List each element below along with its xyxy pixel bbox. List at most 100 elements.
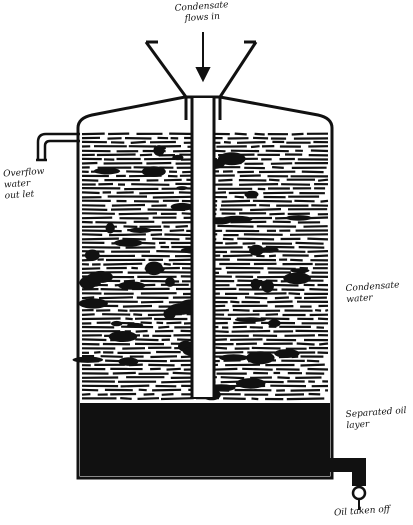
label-condensate-water: Condensate water: [345, 280, 406, 306]
water-texture-blob: [286, 215, 312, 221]
water-texture-blob: [153, 145, 164, 156]
water-hatch-line: [140, 155, 152, 156]
water-hatch-line: [141, 323, 152, 324]
water-hatch-line: [299, 247, 325, 248]
label-overflow-outlet: Overflow water out let: [3, 167, 49, 203]
water-texture-blob: [118, 282, 145, 290]
water-hatch-line: [138, 398, 160, 399]
water-hatch-line: [275, 298, 289, 299]
water-hatch-line: [294, 201, 314, 202]
water-hatch-line: [103, 264, 142, 265]
water-hatch-line: [120, 398, 132, 399]
water-hatch-line: [289, 293, 301, 294]
water-hatch-line: [148, 365, 174, 366]
water-hatch-line: [101, 289, 129, 290]
water-hatch-line: [275, 394, 304, 395]
water-hatch-line: [321, 201, 329, 202]
water-hatch-line: [131, 142, 146, 143]
water-texture-blob: [171, 203, 194, 211]
water-hatch-line: [292, 134, 304, 135]
water-hatch-line: [237, 239, 274, 240]
water-texture-blob: [145, 262, 163, 276]
water-hatch-line: [239, 184, 278, 185]
water-hatch-line: [158, 327, 169, 328]
water-hatch-line: [101, 356, 123, 357]
water-hatch-line: [245, 297, 267, 298]
water-hatch-line: [95, 222, 126, 223]
water-hatch-line: [94, 352, 100, 353]
water-hatch-line: [221, 382, 238, 383]
water-texture-blob: [94, 168, 120, 175]
water-hatch-line: [119, 213, 157, 214]
water-texture-blob: [283, 273, 311, 285]
water-hatch-line: [123, 306, 152, 307]
water-hatch-line: [146, 163, 171, 164]
water-hatch-line: [150, 356, 177, 357]
water-hatch-line: [236, 344, 257, 345]
water-hatch-line: [217, 226, 253, 227]
water-hatch-line: [82, 231, 122, 232]
water-hatch-line: [176, 226, 188, 227]
water-hatch-line: [218, 180, 232, 181]
valve-icon: [330, 458, 366, 510]
water-hatch-line: [82, 218, 112, 219]
water-hatch-line: [151, 234, 162, 235]
water-texture-blob: [165, 277, 175, 287]
water-hatch-line: [97, 155, 136, 156]
water-hatch-line: [167, 369, 181, 370]
oil-layer: [80, 403, 330, 476]
water-hatch-line: [99, 297, 133, 298]
water-hatch-line: [139, 390, 147, 391]
water-hatch-line: [125, 319, 132, 320]
water-hatch-line: [225, 365, 260, 366]
water-hatch-line: [112, 205, 145, 206]
water-texture-blob: [109, 331, 138, 342]
water-hatch-line: [109, 234, 146, 235]
water-hatch-line: [216, 348, 227, 349]
water-hatch-line: [266, 151, 289, 152]
water-hatch-line: [308, 251, 329, 252]
water-hatch-line: [307, 239, 328, 240]
water-hatch-line: [269, 180, 280, 181]
water-hatch-line: [82, 394, 90, 395]
water-hatch-line: [131, 184, 169, 185]
water-texture-blob: [221, 216, 252, 223]
water-hatch-line: [221, 377, 245, 378]
water-texture-blob: [111, 321, 123, 326]
water-hatch-line: [224, 142, 231, 143]
water-hatch-line: [253, 201, 292, 202]
water-hatch-line: [152, 390, 181, 391]
water-hatch-line: [251, 146, 260, 147]
water-hatch-line: [141, 302, 163, 303]
water-texture-blob: [87, 273, 103, 283]
water-texture-blob: [172, 155, 183, 161]
water-hatch-line: [135, 339, 158, 340]
water-hatch-line: [308, 369, 329, 370]
water-hatch-line: [319, 344, 328, 345]
water-hatch-line: [252, 348, 281, 349]
water-hatch-line: [263, 193, 293, 194]
water-hatch-line: [325, 310, 328, 311]
water-hatch-line: [136, 331, 148, 332]
water-texture-blob: [127, 323, 143, 327]
water-hatch-line: [232, 331, 271, 332]
water-texture-blob: [246, 351, 275, 364]
water-hatch-line: [318, 319, 328, 320]
water-hatch-line: [82, 319, 121, 320]
overflow-outlet-pipe: [36, 134, 80, 160]
water-hatch-line: [314, 256, 328, 257]
water-hatch-line: [302, 172, 324, 173]
water-hatch-line: [250, 209, 281, 210]
water-hatch-line: [214, 331, 229, 332]
water-hatch-line: [161, 398, 194, 399]
water-hatch-line: [253, 138, 268, 139]
water-hatch-line: [82, 180, 98, 181]
water-texture-blob: [252, 280, 266, 286]
water-hatch-line: [266, 314, 278, 315]
water-hatch-line: [242, 369, 273, 370]
water-hatch-line: [153, 197, 192, 198]
water-hatch-line: [82, 213, 115, 214]
water-texture-blob: [245, 191, 259, 198]
water-hatch-line: [271, 163, 292, 164]
